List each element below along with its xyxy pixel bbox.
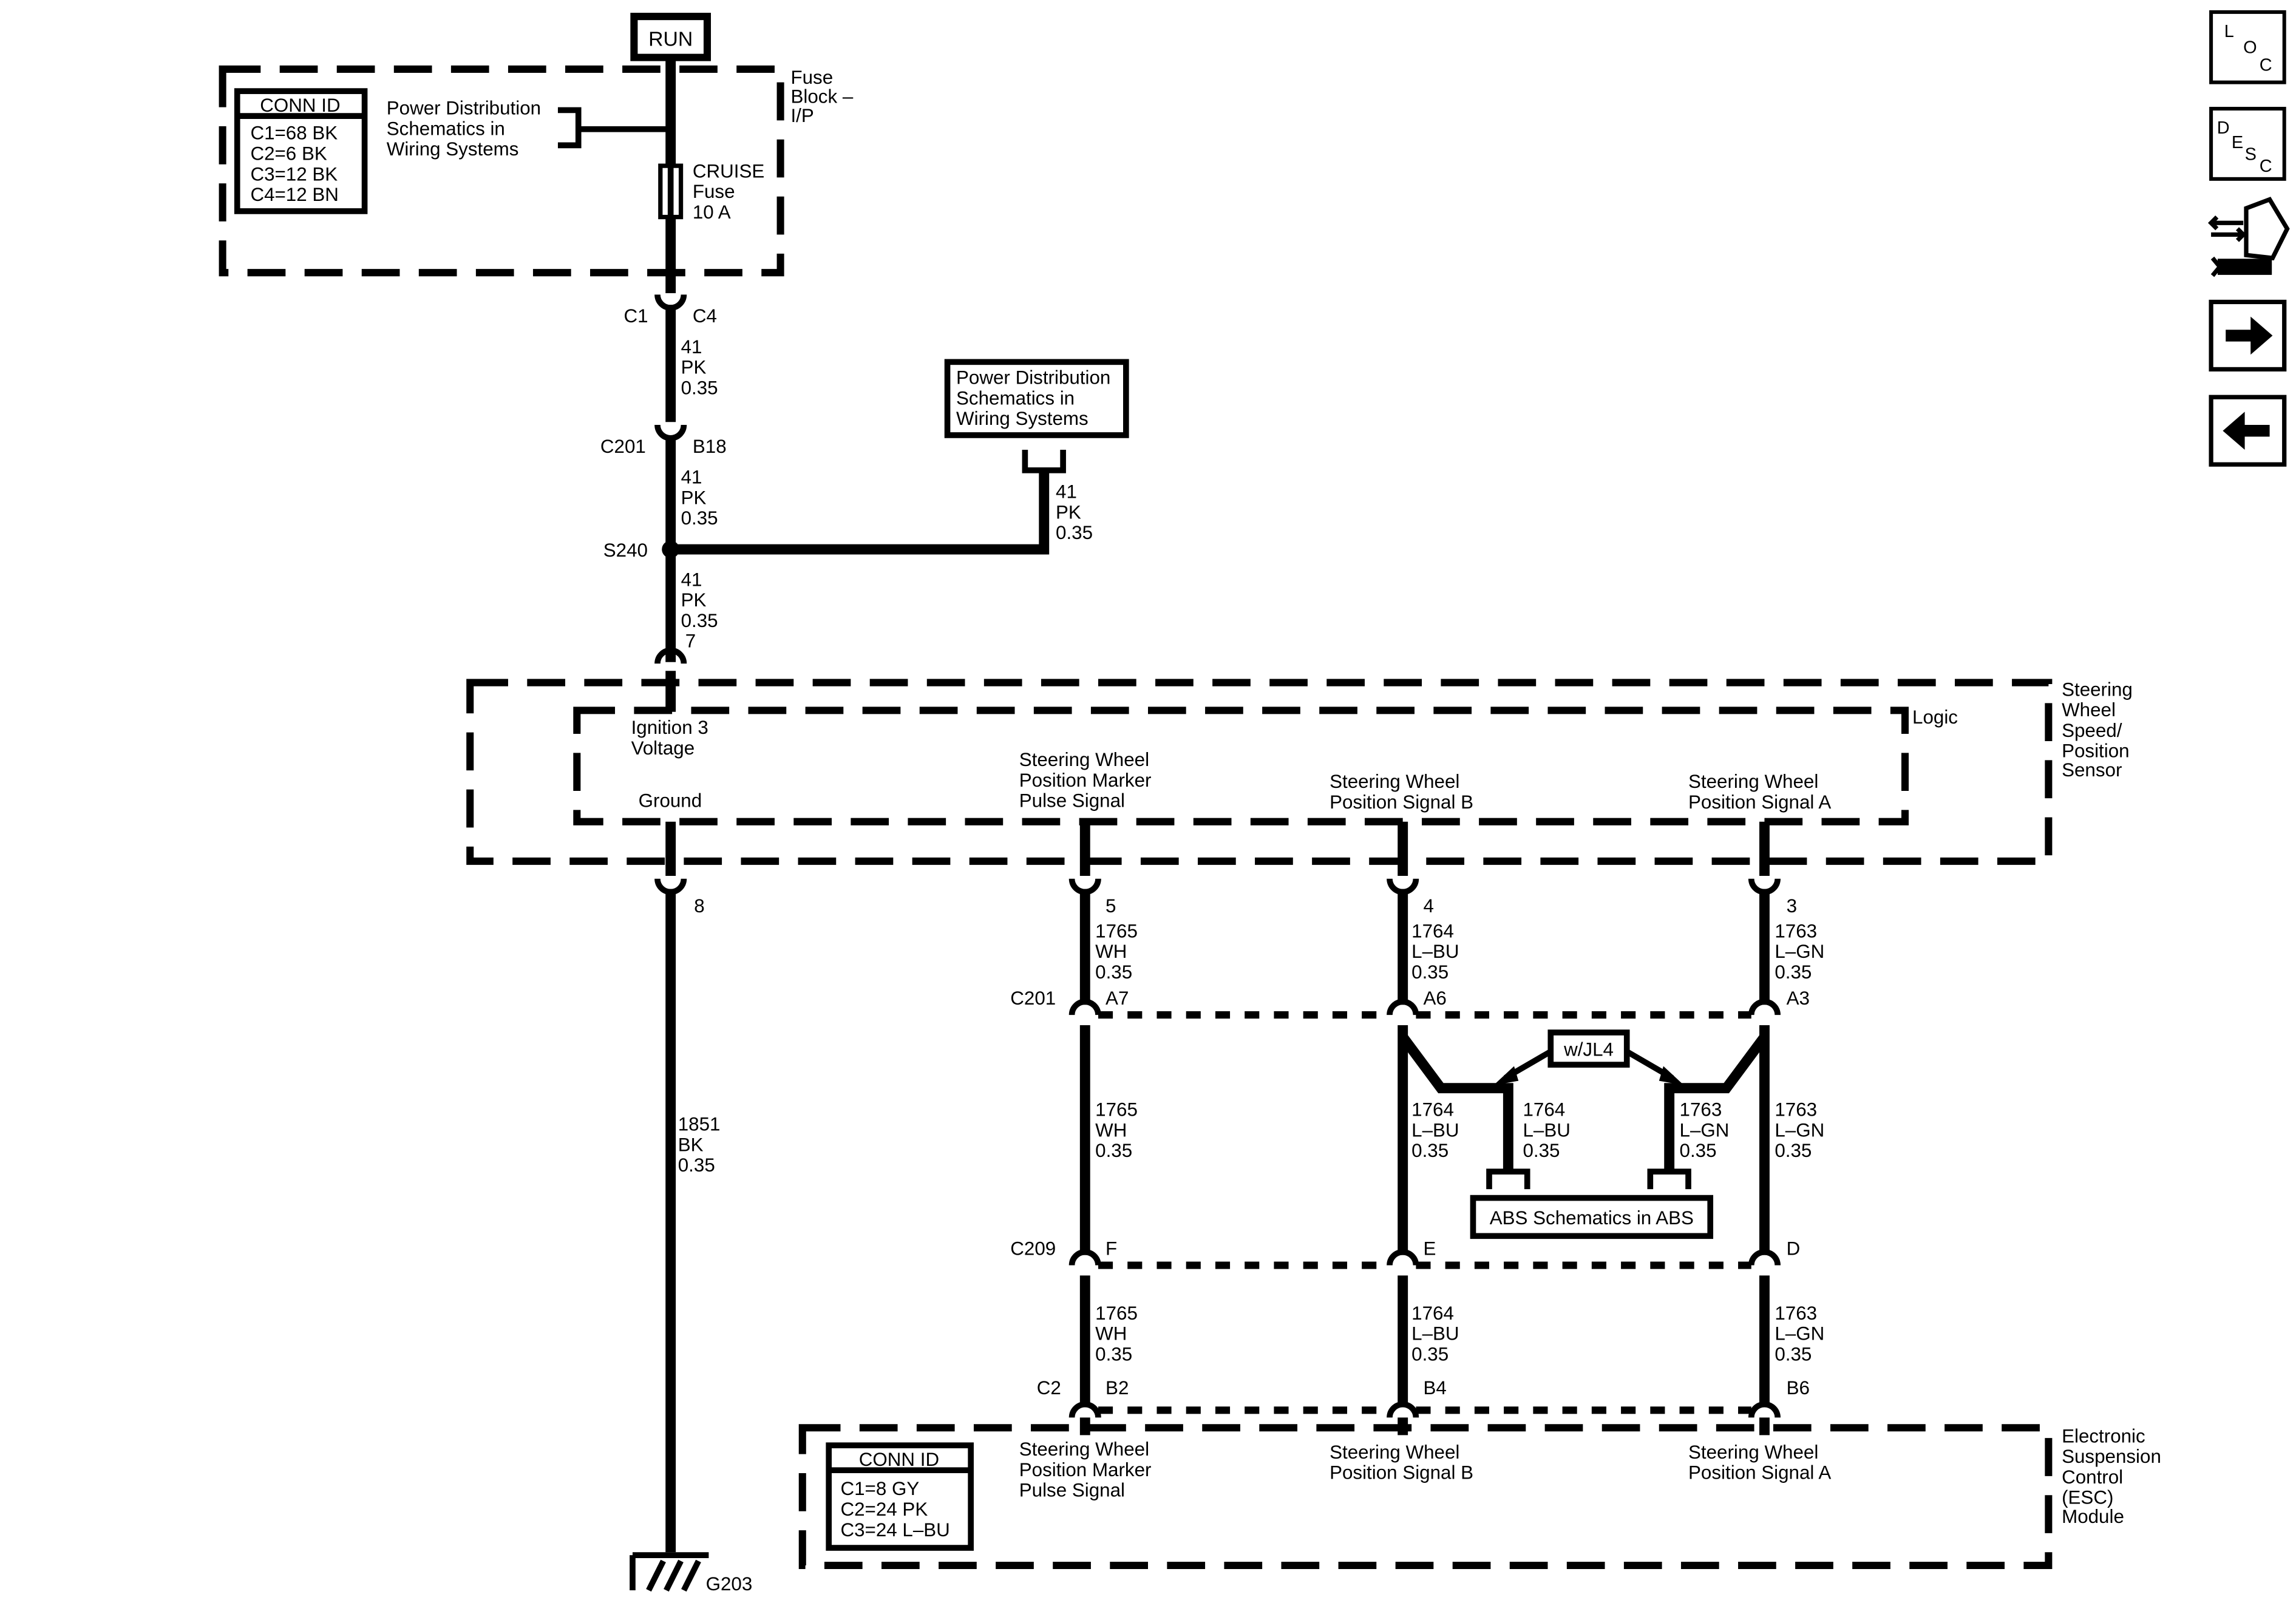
pin-label-b6: B6 — [1787, 1377, 1810, 1398]
svg-text:ABS Schematics in ABS: ABS Schematics in ABS — [1490, 1207, 1694, 1229]
wire-label-1764-lbu-3: 1764 L–BU 0.35 — [1411, 1303, 1464, 1365]
pin-label-f: F — [1106, 1238, 1117, 1259]
wire-label-1764-lbu-1: 1764 L–BU 0.35 — [1411, 920, 1464, 983]
pin-label-a6: A6 — [1423, 988, 1446, 1009]
abs-branch-green — [1664, 1034, 1769, 1172]
wire-label-41-pk-branch: 41 PK 0.35 — [1056, 481, 1093, 544]
svg-text:C1=8 GY C2=24 PK C: C1=8 GY C2=24 PK C3=24 L–BU — [840, 1478, 949, 1541]
wire-label-1765-wh-2: 1765 WH 0.35 — [1095, 1099, 1143, 1162]
esc-module-name: Electronic Suspension Control (ESC) Modu… — [2062, 1425, 2167, 1527]
wire-label-1763-lgn-3: 1763 L–GN 0.35 — [1775, 1303, 1830, 1365]
pin-label-b4: B4 — [1423, 1377, 1446, 1398]
connector-label-c201: C201 — [600, 436, 646, 457]
connector-c2-b6 — [1748, 1401, 1781, 1418]
svg-text:CONN ID: CONN ID — [859, 1449, 939, 1470]
position-a-label: Steering Wheel Position Signal A — [1688, 771, 1831, 813]
option-arrow-right — [1659, 1066, 1684, 1085]
pin-label-e: E — [1423, 1238, 1436, 1259]
connector-label-c2: C2 — [1037, 1377, 1061, 1398]
wire-label-1764-lbu-2: 1764 L–BU 0.35 — [1411, 1099, 1464, 1162]
branch-wire-power-dist — [670, 470, 1050, 555]
option-arrow-left — [1493, 1066, 1519, 1085]
power-ref-bracket — [557, 107, 671, 149]
arrow-right-icon — [2226, 316, 2273, 355]
connector-label-b18: B18 — [693, 436, 727, 457]
run-label: RUN — [648, 27, 693, 50]
pin-label-d: D — [1787, 1238, 1801, 1259]
arrow-left-icon — [2223, 412, 2270, 450]
pin-label-b2: B2 — [1106, 1377, 1129, 1398]
connector-pin-7 — [654, 647, 687, 664]
pin-label-4: 4 — [1423, 895, 1433, 917]
svg-text:L O C: L O C — [2224, 22, 2272, 75]
connector-label-c1: C1 — [624, 305, 648, 327]
esc-position-a-label: Steering Wheel Position Signal A — [1688, 1442, 1831, 1483]
option-jl4-box: w/JL4 — [1547, 1029, 1630, 1068]
position-b-label: Steering Wheel Position Signal B — [1330, 771, 1473, 813]
steering-wheel-sensor-boundary — [466, 679, 2053, 865]
wire-label-41-pk-2: 41 PK 0.35 — [681, 467, 718, 529]
ground-label-g203: G203 — [706, 1573, 753, 1595]
pin-label-a7: A7 — [1106, 988, 1129, 1009]
connector-c209-e — [1387, 1249, 1419, 1266]
previous-arrow-button[interactable] — [2209, 395, 2287, 467]
connector-c201-a7 — [1068, 998, 1101, 1015]
esc-module-boundary — [798, 1424, 2053, 1570]
wire-label-1763-lgn-2: 1763 L–GN 0.35 — [1775, 1099, 1830, 1162]
location-button[interactable]: L O C — [2209, 10, 2286, 84]
power-distribution-reference: Power Distribution Schematics in Wiring … — [387, 98, 546, 160]
connector-label-c4: C4 — [693, 305, 717, 327]
conn-id-table-esc: CONN ID C1=8 GY C2=24 PK C3=24 L–BU — [826, 1442, 974, 1551]
conn-id-table-fuse-block: CONN ID C1=68 BK C2=6 BK C3=12 BK C4=12 … — [234, 88, 368, 214]
abs-branch-blue — [1398, 1034, 1513, 1172]
wire-label-1764-lbu-abs: 1764 L–BU 0.35 — [1523, 1099, 1575, 1162]
wire-label-1765-wh-1: 1765 WH 0.35 — [1095, 920, 1143, 983]
logic-label: Logic — [1912, 707, 1958, 728]
svg-text:C1=68 BK C2=6 BK C: C1=68 BK C2=6 BK C3=12 BK C4=12 BN — [250, 123, 342, 205]
wire-label-41-pk-3: 41 PK 0.35 — [681, 569, 718, 631]
next-arrow-button[interactable] — [2209, 299, 2287, 372]
connector-c201-a3 — [1748, 998, 1781, 1015]
pin-label-3: 3 — [1787, 895, 1797, 917]
pin-label-5: 5 — [1106, 895, 1116, 917]
marker-pulse-label: Steering Wheel Position Marker Pulse Sig… — [1019, 749, 1156, 812]
ignition-voltage-label: Ignition 3 Voltage — [631, 717, 714, 759]
connector-label-c201-row: C201 — [1010, 988, 1056, 1009]
run-box: RUN — [630, 13, 712, 61]
pin-label-7: 7 — [685, 631, 696, 652]
svg-text:Power Distribution Schem: Power Distribution Schematics in Wiring … — [956, 367, 1116, 430]
esc-marker-pulse-label: Steering Wheel Position Marker Pulse Sig… — [1019, 1439, 1156, 1501]
wire-label-1763-lgn-abs: 1763 L–GN 0.35 — [1680, 1099, 1735, 1162]
connector-diagnostic-icon[interactable] — [2207, 197, 2290, 277]
fuse-block-label: Fuse Block – I/P — [790, 67, 858, 126]
connector-label-c209: C209 — [1010, 1238, 1056, 1259]
connector-c209-d — [1748, 1249, 1781, 1266]
ground-symbol-g203 — [630, 1552, 709, 1592]
wire-label-41-pk-1: 41 PK 0.35 — [681, 336, 718, 399]
ground-label: Ground — [639, 790, 702, 812]
connector-c2-b4 — [1387, 1401, 1419, 1418]
connector-c2-b2 — [1068, 1401, 1101, 1418]
svg-text:w/JL4: w/JL4 — [1563, 1039, 1614, 1060]
wire-label-1763-lgn-1: 1763 L–GN 0.35 — [1775, 920, 1830, 983]
wire-label-1851-bk: 1851 BK 0.35 — [678, 1114, 725, 1176]
svg-text:CONN ID: CONN ID — [260, 95, 340, 116]
svg-text:D E S C: D E S C — [2217, 118, 2272, 176]
esc-position-b-label: Steering Wheel Position Signal B — [1330, 1442, 1473, 1483]
connector-c209-f — [1068, 1249, 1101, 1266]
sensor-logic-boundary — [573, 707, 1909, 825]
cruise-fuse-label: CRUISE Fuse 10 A — [693, 160, 770, 223]
pin-label-a3: A3 — [1787, 988, 1810, 1009]
pin-label-8: 8 — [694, 895, 704, 917]
description-button[interactable]: D E S C — [2209, 107, 2286, 181]
power-distribution-box: Power Distribution Schematics in Wiring … — [944, 359, 1129, 438]
sensor-name: Steering Wheel Speed/ Position Sensor — [2062, 679, 2138, 781]
connector-c201-a6 — [1387, 998, 1419, 1015]
abs-schematics-box: ABS Schematics in ABS — [1470, 1195, 1714, 1239]
fuse-block-boundary — [219, 65, 784, 277]
splice-label-s240: S240 — [603, 540, 648, 561]
wire-label-1765-wh-3: 1765 WH 0.35 — [1095, 1303, 1143, 1365]
